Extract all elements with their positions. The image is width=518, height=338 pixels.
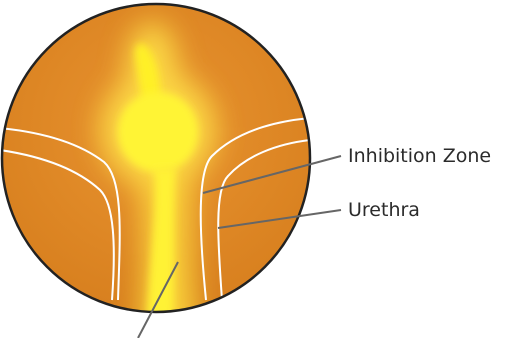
label-inhibition-zone: Inhibition Zone: [348, 147, 491, 166]
central-ball: [118, 92, 198, 172]
label-urethra: Urethra: [348, 201, 420, 220]
